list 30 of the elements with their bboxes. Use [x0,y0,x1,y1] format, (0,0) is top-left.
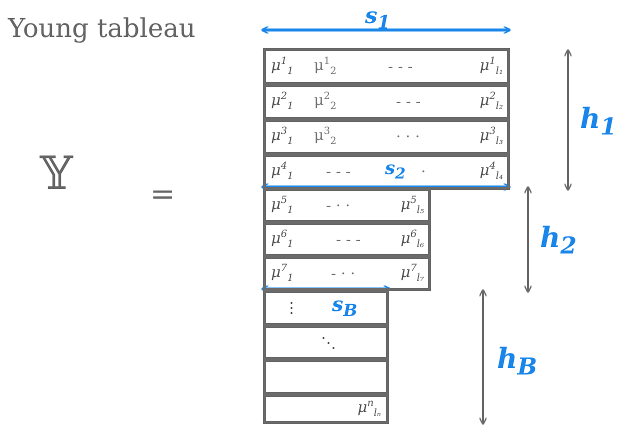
ellipsis: - - - [396,94,421,110]
dimension-label: h$_{B}$ [497,345,538,379]
ellipsis: - · · [331,266,356,281]
dimension-label: h$_{2}$ [540,224,577,258]
tableau-row [263,48,510,85]
empty-row-box [263,359,389,395]
dimension-label: s$_{B}$ [332,294,358,319]
tableau-row [263,222,431,257]
tableau-row [263,154,510,190]
tableau-row [263,394,389,424]
ellipsis: · [421,164,426,180]
set-symbol: 𝕐 [40,150,73,196]
tableau-row [263,84,510,120]
dimension-label: h$_{1}$ [580,105,617,139]
title: Young tableau [8,14,196,44]
equals-sign: = [150,180,176,210]
tableau-row [263,119,510,155]
ellipsis: ⋱ [321,335,336,350]
ellipsis: - - - [336,232,361,247]
ellipsis: - - - [326,164,351,180]
ellipsis: - · · [326,198,350,213]
dimension-label: s$_{2}$ [385,160,406,182]
tableau-row [263,256,431,291]
ellipsis: ⋮ [284,300,299,316]
dimension-label: s$_{1}$ [365,5,390,33]
tableau-row [263,188,431,223]
tableau-row [263,290,389,326]
ellipsis: - - - [388,59,413,74]
ellipsis: · · · [396,130,420,144]
tableau-row [263,325,389,360]
